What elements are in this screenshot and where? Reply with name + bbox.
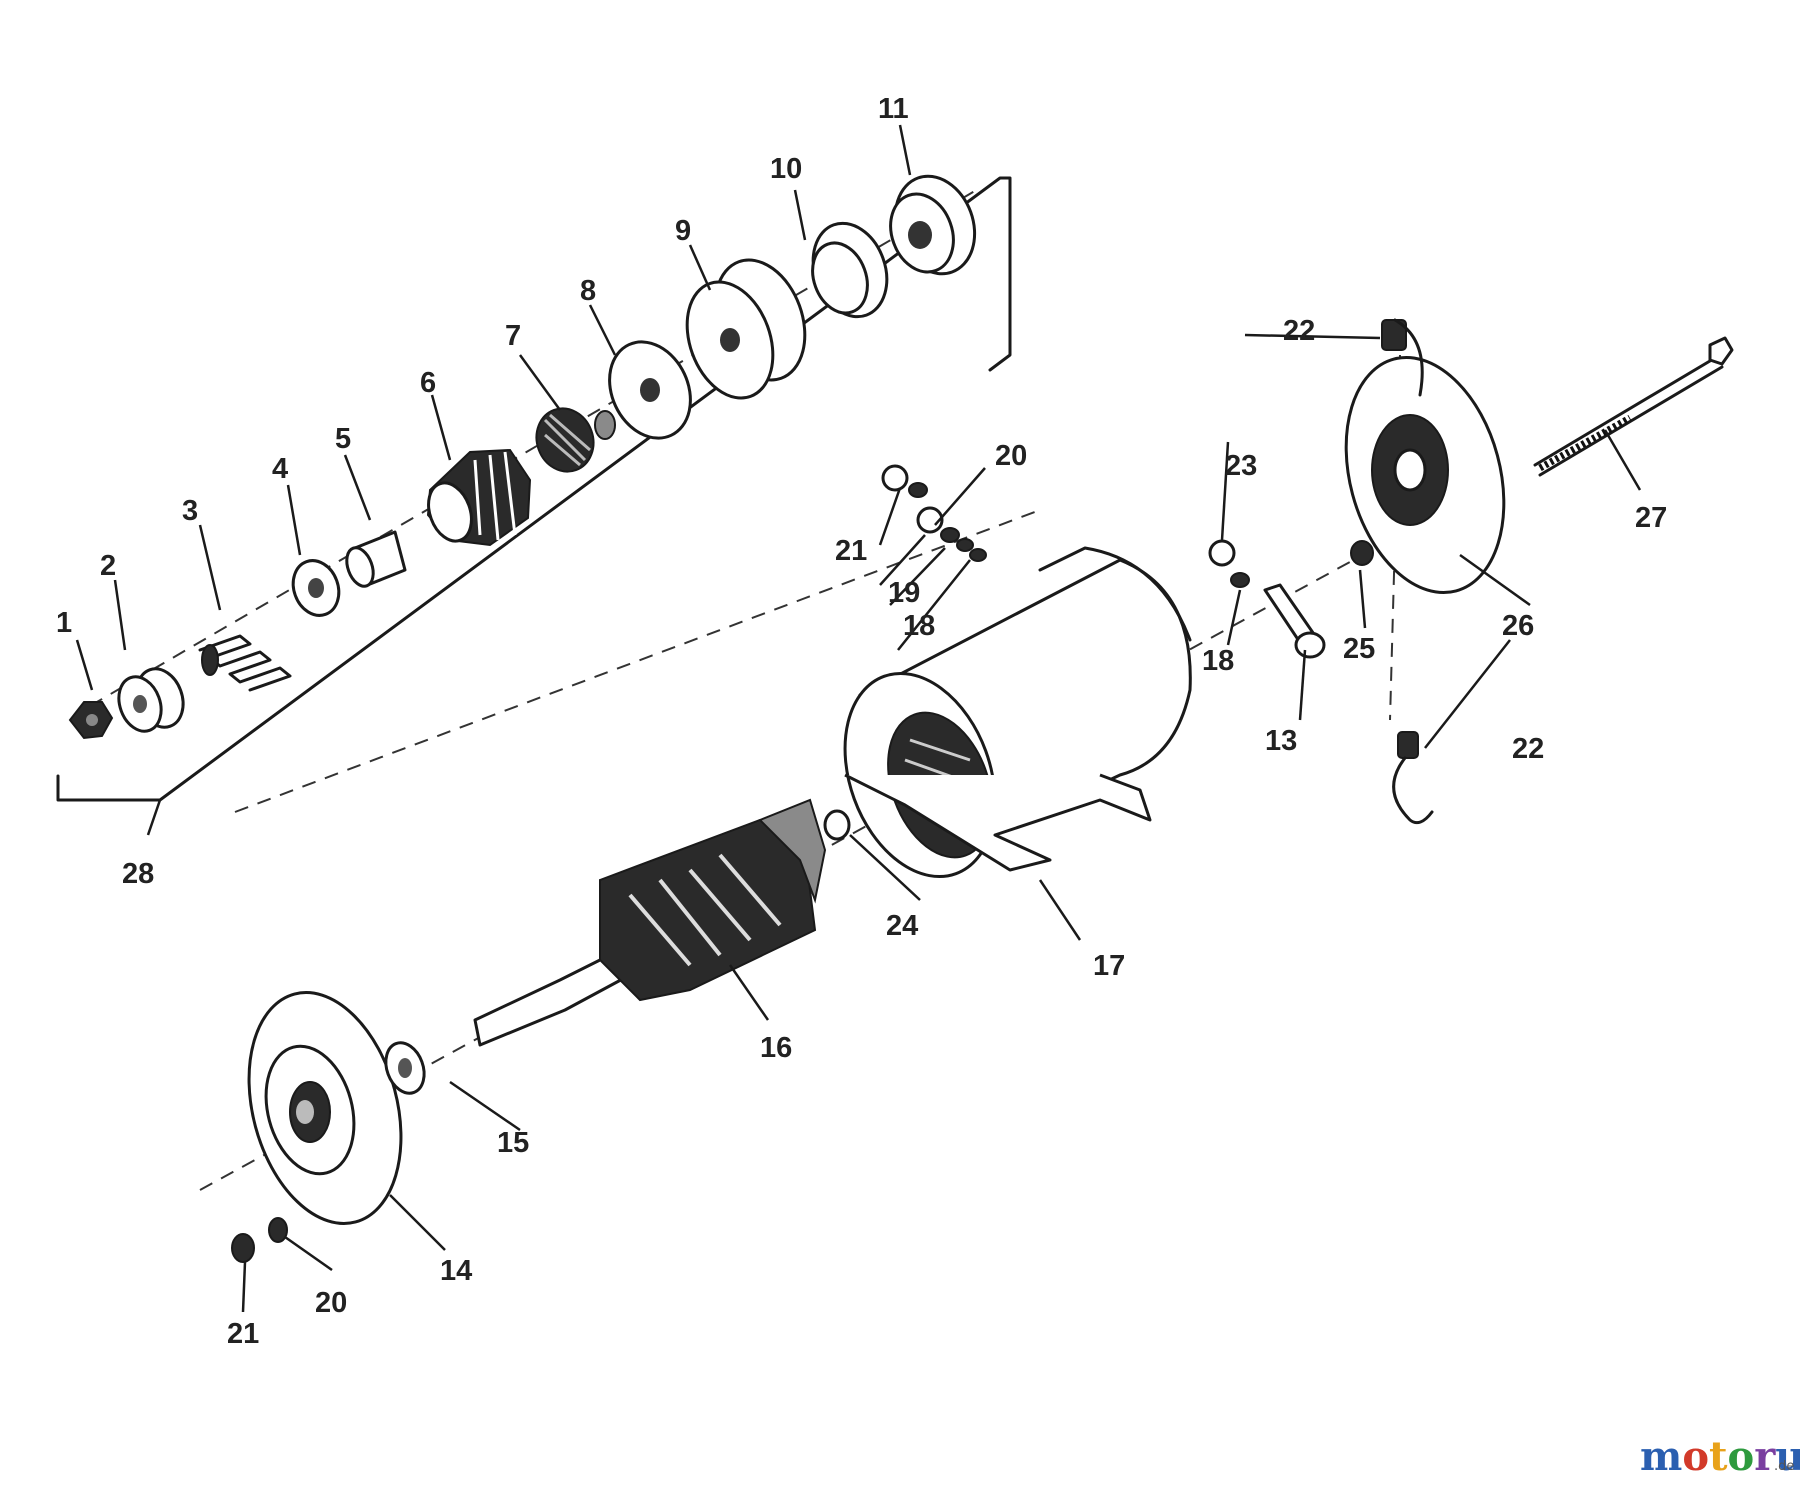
- callout-25: 25: [1343, 633, 1375, 665]
- end-cap-26: [1344, 355, 1506, 595]
- callout-17: 17: [1093, 950, 1125, 982]
- callout-18-housing: 18: [903, 610, 935, 642]
- callout-20-housing: 20: [995, 440, 1027, 472]
- callout-15: 15: [497, 1127, 529, 1159]
- callout-24: 24: [886, 910, 918, 942]
- end-frame-14: [247, 991, 403, 1225]
- callout-22-top: 22: [1283, 315, 1315, 347]
- callout-26: 26: [1502, 610, 1534, 642]
- motoruf-watermark: motoruf .de: [1640, 1433, 1800, 1480]
- motor-housing-17: [843, 546, 1192, 879]
- watermark-letter: m: [1640, 1433, 1682, 1480]
- small-hardware: [231, 464, 1374, 1263]
- ring-10: [811, 221, 889, 319]
- callout-18-frame: 18: [1202, 645, 1234, 677]
- callout-27: 27: [1635, 502, 1667, 534]
- watermark-letter: t: [1709, 1433, 1728, 1480]
- pinion-gear-6: [426, 448, 532, 547]
- callout-20-endframe: 20: [315, 1287, 347, 1319]
- sleeve-5: [345, 530, 407, 588]
- callout-11: 11: [878, 93, 909, 125]
- callout-13: 13: [1265, 725, 1297, 757]
- cushion-9: [685, 258, 807, 400]
- callout-21-endframe: 21: [227, 1318, 259, 1350]
- through-bolt-27: [1533, 336, 1734, 477]
- callout-3: 3: [182, 495, 198, 527]
- callout-1: 1: [56, 607, 72, 639]
- watermark-letter: o: [1682, 1433, 1709, 1480]
- cup-11: [889, 174, 977, 276]
- callout-9: 9: [675, 215, 691, 247]
- callout-19: 19: [888, 577, 920, 609]
- callout-10: 10: [770, 153, 802, 185]
- svg-text:motoruf: motoruf: [1640, 1433, 1800, 1480]
- spring-3: [198, 634, 292, 692]
- callout-2: 2: [100, 550, 116, 582]
- washer-4: [291, 559, 341, 617]
- washer-15: [384, 1041, 426, 1095]
- callout-4: 4: [272, 453, 288, 485]
- callout-14: 14: [440, 1255, 472, 1287]
- callout-7: 7: [505, 320, 521, 352]
- callout-28: 28: [122, 858, 154, 890]
- leader-lines: [75, 124, 1642, 1313]
- pinion-parts: [68, 174, 977, 740]
- watermark-letter: r: [1754, 1433, 1776, 1480]
- watermark-tld: .de: [1774, 1459, 1794, 1474]
- callout-labels: 1 2 3 4 5 6 7 8 9 10 11 13 14 15 16 17 1…: [56, 93, 1667, 1350]
- callout-5: 5: [335, 423, 351, 455]
- armature-16: [473, 798, 827, 1047]
- callout-16: 16: [760, 1032, 792, 1064]
- kit-bracket-28: [56, 176, 1012, 836]
- lock-nut-1: [68, 701, 114, 740]
- watermark-letter: u: [1775, 1433, 1800, 1480]
- watermark-letter: o: [1728, 1433, 1755, 1480]
- callout-23: 23: [1225, 450, 1257, 482]
- brushes-22: [1381, 318, 1434, 825]
- washer-8: [608, 340, 692, 440]
- collar-2: [117, 667, 185, 733]
- callout-22-bottom: 22: [1512, 733, 1544, 765]
- callout-8: 8: [580, 275, 596, 307]
- callout-21-housing: 21: [835, 535, 867, 567]
- drive-screw-7: [535, 407, 616, 473]
- callout-6: 6: [420, 367, 436, 399]
